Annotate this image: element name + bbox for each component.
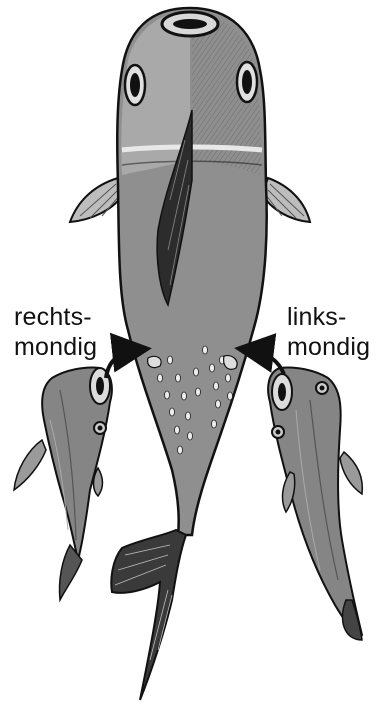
tail-fin — [111, 530, 186, 700]
label-right-mouthed-line2: mondig — [14, 332, 97, 362]
fish-eye-left — [125, 65, 145, 105]
curved-arrow-left — [106, 350, 136, 378]
label-left-mouthed: links- mondig — [287, 302, 370, 362]
label-left-mouthed-line1: links- — [287, 302, 370, 332]
fish-mouth — [162, 12, 218, 36]
left-pectoral-fin — [70, 178, 122, 222]
fish-eye-right — [237, 62, 257, 102]
label-left-mouthed-line2: mondig — [287, 332, 370, 362]
central-fish — [70, 8, 310, 700]
small-fish-right-mouthed — [14, 367, 112, 600]
small-fish-left-mouthed — [268, 367, 362, 640]
label-right-mouthed-line1: rechts- — [14, 302, 97, 332]
label-right-mouthed: rechts- mondig — [14, 302, 97, 362]
